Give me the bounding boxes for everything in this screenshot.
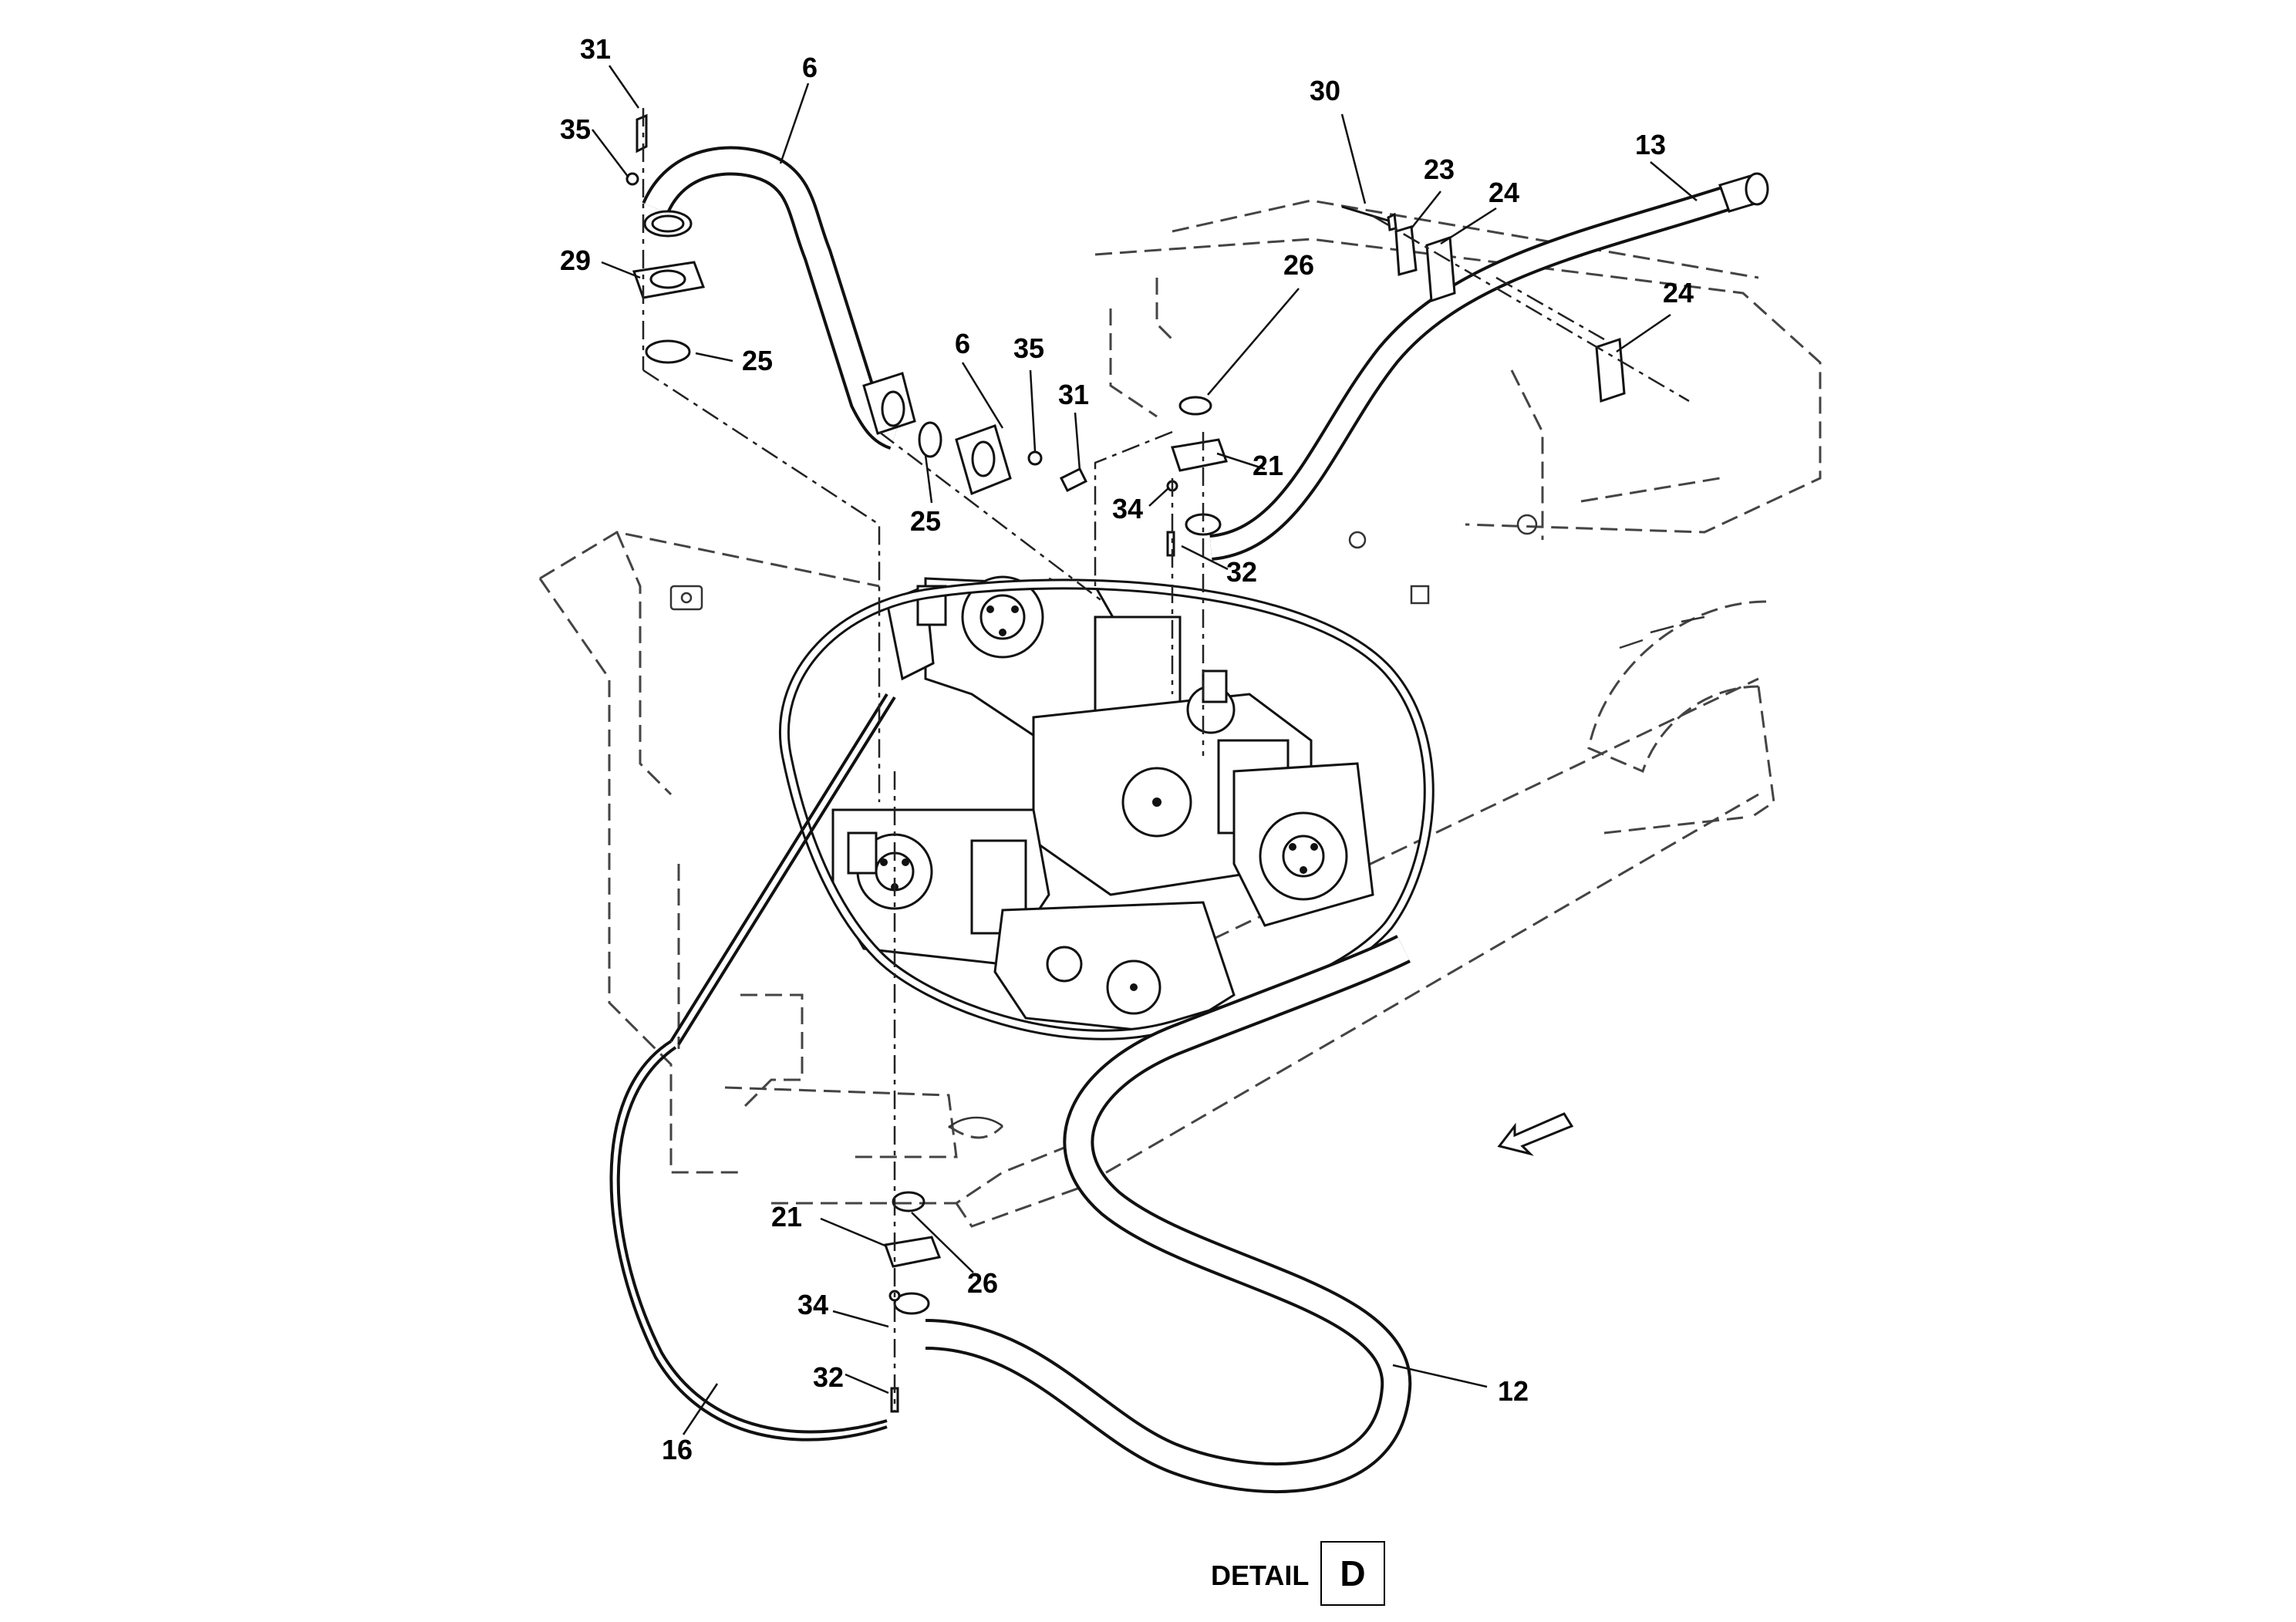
hose-13-end-fitting	[1718, 172, 1769, 213]
pump-bolts	[880, 605, 1318, 991]
callout-25-mid: 25	[909, 505, 942, 537]
callout-31-mid: 31	[1057, 379, 1090, 410]
callout-29: 29	[559, 244, 592, 276]
callout-31-top: 31	[579, 33, 612, 65]
detail-letter: D	[1340, 1553, 1366, 1593]
detail-letter-box: D	[1320, 1541, 1385, 1606]
hydraulic-pump-assembly	[831, 575, 1374, 1035]
callout-26-top: 26	[1283, 249, 1315, 281]
hose-13	[1209, 180, 1748, 561]
callout-leaders	[592, 65, 1698, 1435]
assembly-leaders	[642, 108, 1690, 1411]
hose-loop-inner	[781, 581, 1432, 1038]
callout-32-bottom: 32	[812, 1361, 845, 1393]
callout-24-top: 24	[1488, 177, 1520, 208]
hose-12	[925, 935, 1412, 1494]
callout-34-bottom: 34	[797, 1289, 829, 1320]
callout-21-bottom: 21	[770, 1201, 803, 1233]
callout-6-mid: 6	[954, 328, 971, 359]
frame-details	[669, 514, 1705, 1128]
callout-6-top: 6	[801, 52, 818, 83]
callout-26-bottom: 26	[966, 1267, 999, 1299]
callout-34-top: 34	[1111, 493, 1144, 524]
callout-12: 12	[1497, 1375, 1529, 1407]
callout-21-top: 21	[1252, 450, 1284, 481]
direction-arrow-icon	[1497, 1112, 1574, 1156]
machine-frame	[538, 199, 1822, 1228]
callout-35-mid: 35	[1013, 332, 1045, 364]
callout-25-top: 25	[741, 345, 774, 376]
detail-label: DETAIL	[1211, 1560, 1310, 1591]
callout-16: 16	[661, 1434, 693, 1465]
hose-16	[609, 693, 896, 1442]
callout-24-right: 24	[1662, 277, 1694, 309]
callout-32-top: 32	[1226, 556, 1258, 588]
callout-35-top: 35	[559, 113, 592, 145]
callout-30: 30	[1309, 75, 1341, 106]
flange-hardware-left	[625, 113, 1088, 496]
callout-23: 23	[1423, 153, 1455, 185]
callout-13: 13	[1634, 129, 1667, 160]
